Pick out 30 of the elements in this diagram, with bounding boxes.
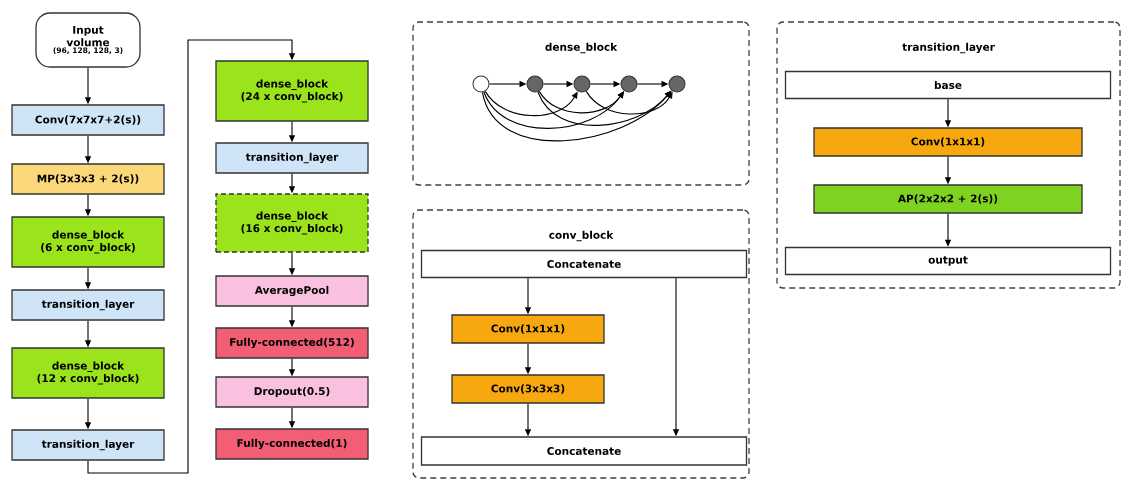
layer-box: Concatenate [420, 249, 748, 279]
layer-box: dense_block (16 x conv_block) [215, 193, 369, 253]
layer-box: dense_block (12 x conv_block) [11, 347, 165, 399]
layer-box: AP(2x2x2 + 2(s)) [813, 184, 1083, 214]
layer-box: Conv(3x3x3) [451, 374, 605, 404]
graph-node-circle [620, 75, 638, 93]
layer-box: transition_layer [215, 142, 369, 174]
layer-box: Conv(7x7x7+2(s)) [11, 104, 165, 136]
graph-node-circle [526, 75, 544, 93]
layer-box: Concatenate [420, 436, 748, 466]
layer-box: Fully-connected(512) [215, 327, 369, 359]
layer-box: transition_layer [11, 429, 165, 461]
layer-box: transition_layer [11, 289, 165, 321]
layer-box: Conv(1x1x1) [451, 314, 605, 344]
layer-box: AveragePool [215, 275, 369, 307]
layer-box: output [784, 246, 1112, 276]
layer-box: Conv(1x1x1) [813, 127, 1083, 157]
graph-node-circle [668, 75, 686, 93]
layer-box: dense_block (6 x conv_block) [11, 216, 165, 268]
layer-box: Dropout(0.5) [215, 376, 369, 408]
layer-box: dense_block (24 x conv_block) [215, 60, 369, 122]
arrow [585, 90, 673, 115]
dashed-panel: dense_block [412, 21, 750, 186]
graph-node-circle [472, 75, 490, 93]
graph-node-circle [573, 75, 591, 93]
layer-box: base [784, 70, 1112, 100]
layer-box: Fully-connected(1) [215, 428, 369, 460]
arrow [484, 90, 578, 117]
layer-box: MP(3x3x3 + 2(s)) [11, 163, 165, 195]
arrow [87, 39, 296, 474]
